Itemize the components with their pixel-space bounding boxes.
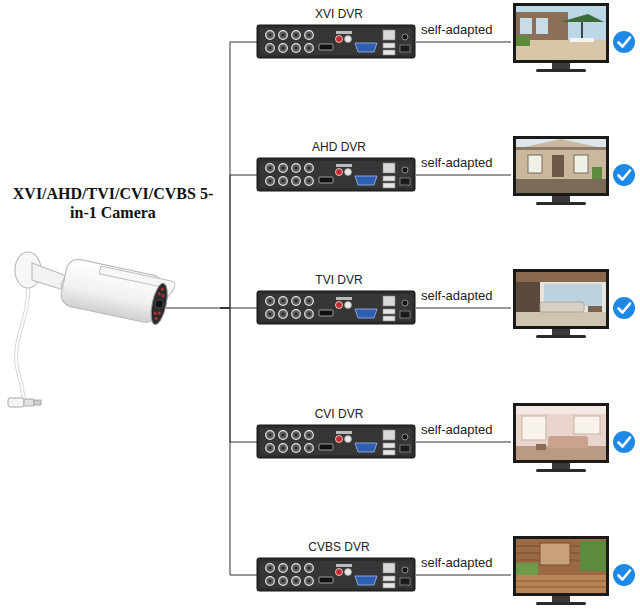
dvr-label: CVI DVR	[257, 406, 421, 422]
monitor-4	[513, 403, 609, 472]
check-marks	[613, 31, 635, 586]
camera-dvr-connector	[220, 308, 257, 575]
output-lines	[416, 42, 511, 575]
monitor-1	[513, 3, 609, 72]
monitor-2	[513, 136, 609, 205]
dvr-node: CVBS DVR	[257, 539, 421, 592]
signal-label: self-adapted	[421, 422, 493, 437]
dvr-node: TVI DVR	[257, 272, 421, 325]
camera-dvr-connector	[220, 308, 257, 442]
dvr-node: XVI DVR	[257, 6, 421, 59]
camera-title: XVI/AHD/TVI/CVI/CVBS 5-in-1 Camera	[6, 184, 220, 222]
dvr-label: AHD DVR	[257, 139, 421, 155]
camera-dvr-connector	[220, 42, 257, 308]
monitor-3	[513, 269, 609, 338]
monitor-5	[513, 536, 609, 605]
dvr-label: XVI DVR	[257, 6, 421, 22]
dvr-label: TVI DVR	[257, 272, 421, 288]
camera-node: XVI/AHD/TVI/CVI/CVBS 5-in-1 Camera	[6, 184, 220, 424]
dvr-box-graphics	[257, 25, 415, 591]
signal-label: self-adapted	[421, 22, 493, 37]
signal-label: self-adapted	[421, 155, 493, 170]
dvr-node: CVI DVR	[257, 406, 421, 459]
signal-label: self-adapted	[421, 555, 493, 570]
dvr-label: CVBS DVR	[257, 539, 421, 555]
signal-label: self-adapted	[421, 288, 493, 303]
camera-illustration	[8, 252, 220, 407]
dvr-node: AHD DVR	[257, 139, 421, 192]
camera-dvr-connector	[220, 175, 257, 308]
